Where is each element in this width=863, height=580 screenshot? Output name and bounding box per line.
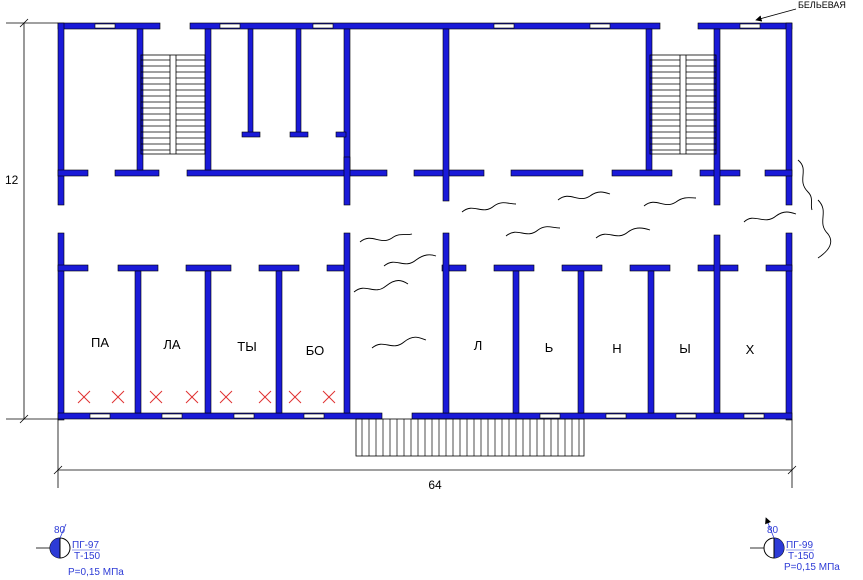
room-label: Н (612, 341, 621, 356)
cross-mark (258, 390, 272, 404)
hydrant-right: 80 ПГ-99 Т-150 Р=0,15 МПа (750, 517, 840, 573)
cross-mark (219, 390, 233, 404)
hydrant-pipe: Т-150 (74, 551, 101, 562)
cross-mark (322, 390, 336, 404)
stair-right (649, 54, 717, 155)
room-label: Х (746, 342, 755, 357)
cross-mark (111, 390, 125, 404)
dimension-width-label: 64 (428, 478, 442, 492)
hydrant-distance: 80 (767, 525, 779, 536)
upper-corridor-wall (57, 169, 793, 177)
windows (89, 23, 765, 419)
upper-partitions (136, 28, 721, 206)
dimension-width: 64 (53, 419, 797, 492)
stair-left (140, 54, 206, 155)
cross-mark (288, 390, 302, 404)
lower-corridor-wall (57, 264, 793, 272)
occupant-markers (77, 390, 336, 404)
linen-room-note: БЕЛЬЕВАЯ (755, 0, 846, 22)
hydrant-left: 80 ПГ-97 Т-150 Р=0,15 МПа (36, 523, 124, 578)
smoke-lines (353, 159, 832, 349)
room-labels: ПА ЛА ТЫ БО Л Ь Н Ы Х (91, 335, 755, 358)
dimension-height: 12 (5, 18, 58, 424)
hydrant-pipe: Т-150 (788, 551, 815, 562)
hydrant-code: ПГ-99 (786, 540, 813, 551)
hydrant-distance: 80 (54, 525, 66, 536)
hydrant-pressure: Р=0,15 МПа (68, 567, 124, 578)
cross-mark (77, 390, 91, 404)
room-label: ЛА (163, 337, 181, 352)
dimension-height-label: 12 (5, 173, 19, 187)
note-label: БЕЛЬЕВАЯ (798, 0, 846, 10)
room-label: Ы (679, 341, 691, 356)
room-label: ТЫ (237, 339, 256, 354)
hydrant-code: ПГ-97 (72, 540, 99, 551)
room-label: Л (474, 338, 483, 353)
cross-mark (149, 390, 163, 404)
lower-partitions (134, 232, 721, 414)
room-label: ПА (91, 335, 109, 350)
entrance-steps (355, 418, 585, 457)
outer-walls (57, 22, 793, 421)
cross-mark (185, 390, 199, 404)
room-label: Ь (545, 340, 554, 355)
room-label: БО (306, 343, 325, 358)
hydrant-pressure: Р=0,15 МПа (784, 562, 840, 573)
